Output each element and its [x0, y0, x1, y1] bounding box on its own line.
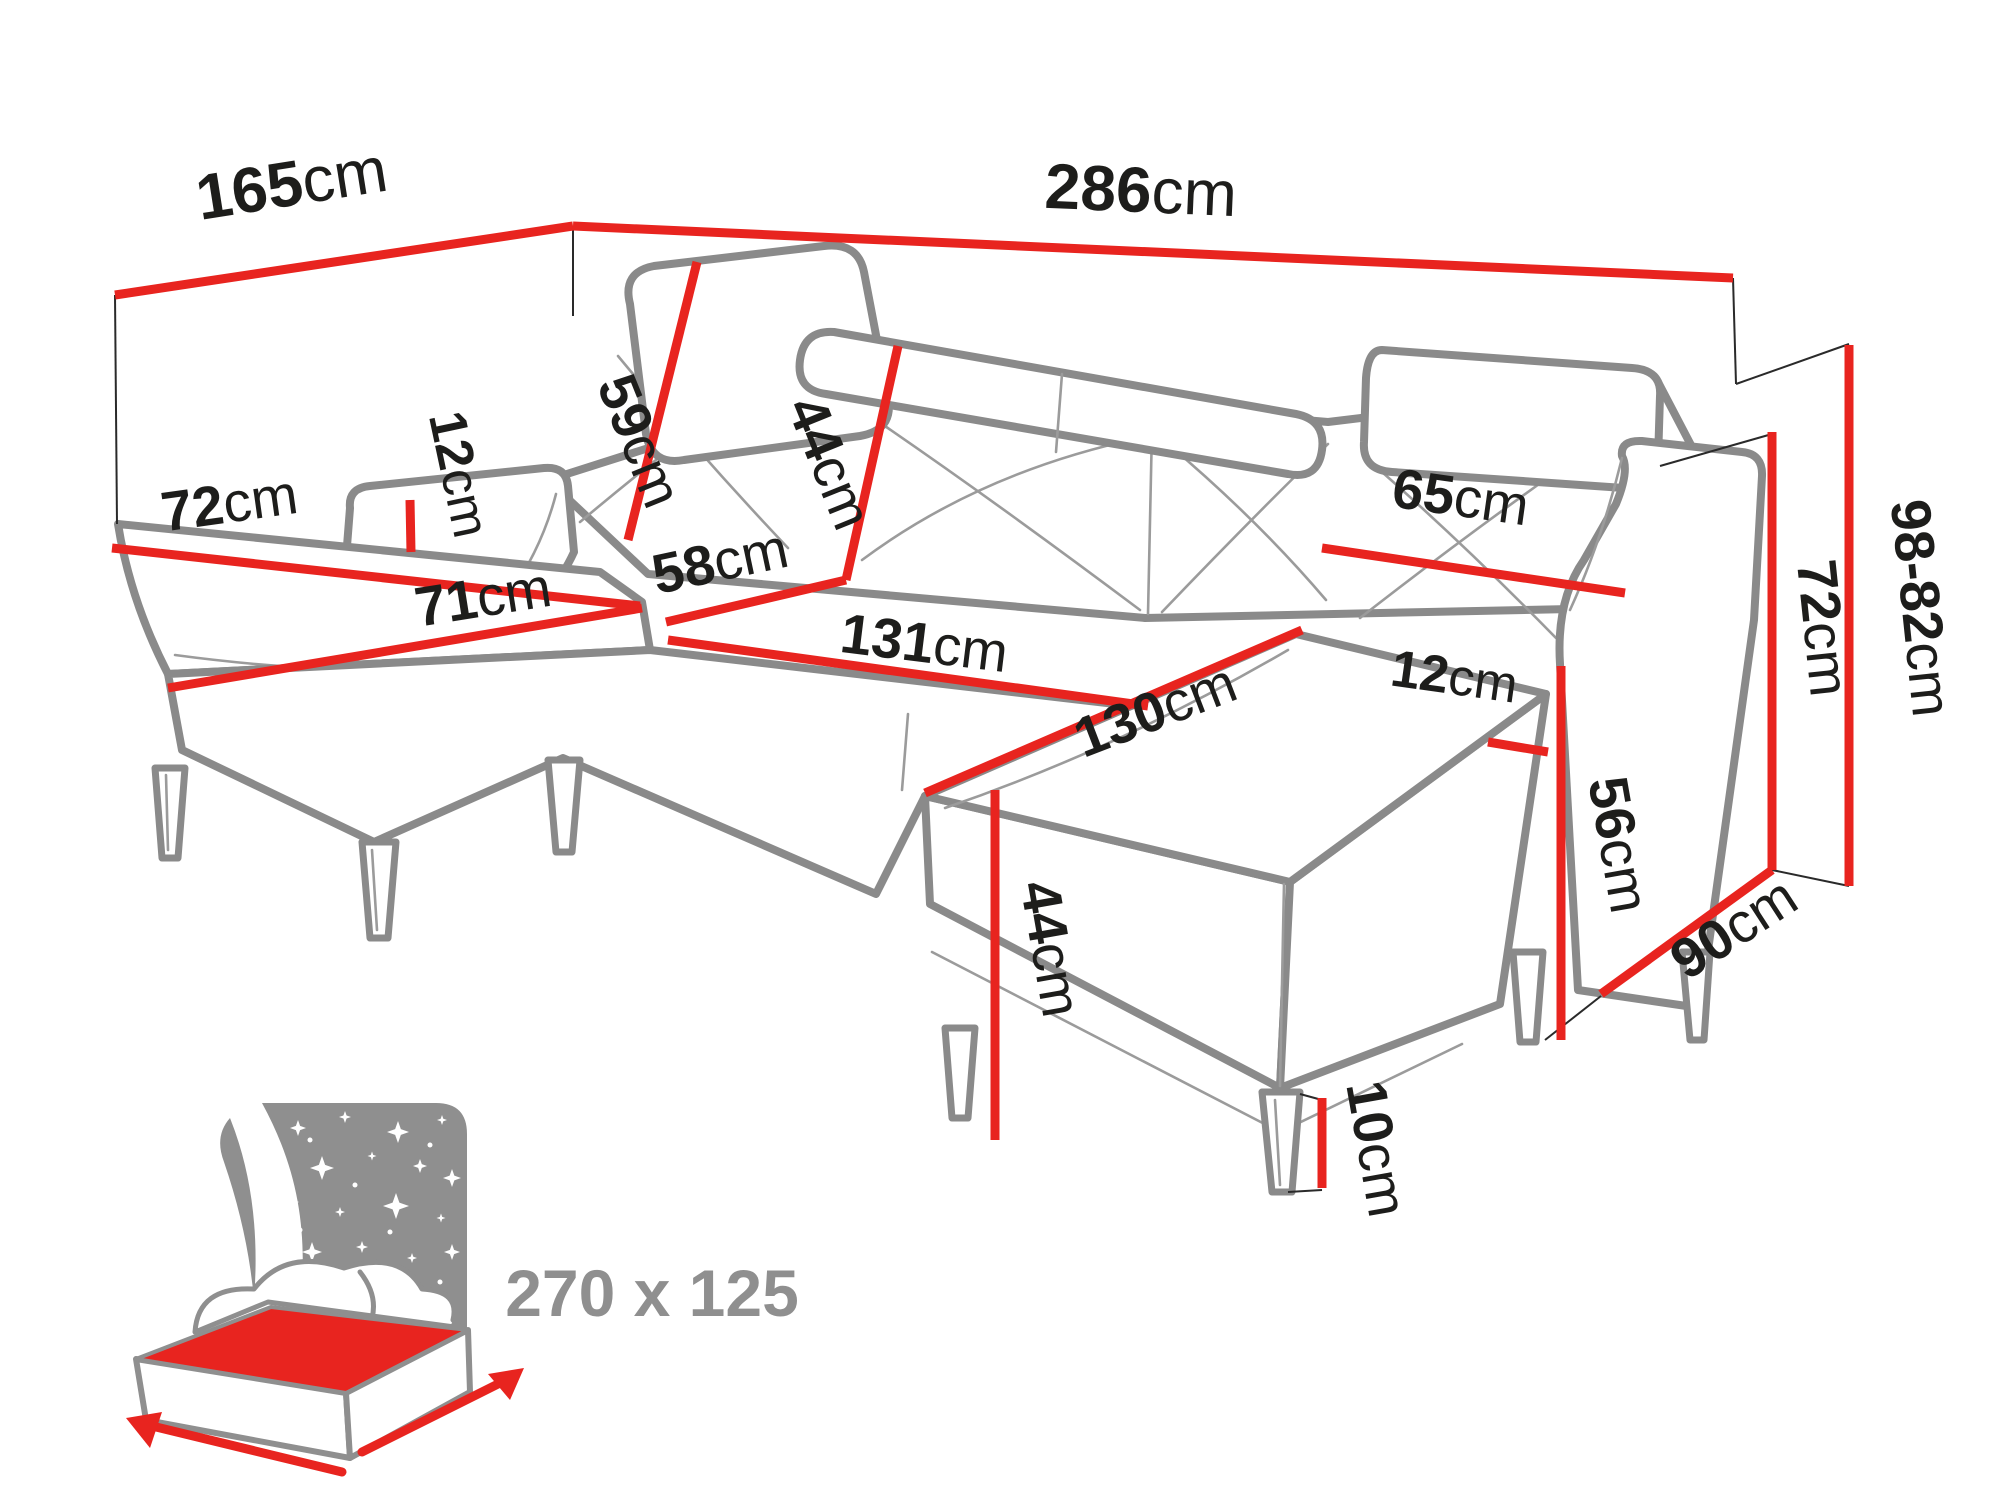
unfold-arrow-left: [147, 1421, 347, 1477]
dim-line-59: [623, 260, 702, 542]
dim-line-72-left: [111, 543, 641, 611]
dim-line-131: [667, 635, 1149, 711]
dim-line-44-back: [841, 345, 903, 581]
dim-line-90: [1598, 866, 1775, 998]
dim-line-165: [114, 221, 574, 300]
dim-label-seat-depth: 58cm: [646, 516, 793, 606]
dim-line-12-left: [405, 499, 416, 553]
dim-line-65: [1321, 543, 1626, 598]
dim-label-armrest-right-width: 12cm: [1387, 640, 1521, 715]
dim-label-armrest-height: 56cm: [1576, 772, 1662, 918]
dim-label-total-height-range: 98-82cm: [1879, 496, 1964, 719]
dim-label-back-width-left: 165cm: [191, 133, 392, 234]
dimension-lines: [111, 221, 1854, 1188]
dim-label-seat-back-height: 72cm: [1785, 557, 1862, 700]
dim-label-chaise-left-inner-length: 71cm: [410, 555, 555, 639]
dim-label-chaise-left-width: 72cm: [157, 462, 301, 543]
dim-line-286: [572, 221, 1734, 283]
unfold-arrow-right: [357, 1377, 507, 1457]
dim-label-chaise-right-height: 44cm: [1008, 876, 1094, 1022]
bed-mattress-top: [134, 1305, 470, 1395]
dim-label-leg-height: 10cm: [1334, 1076, 1420, 1222]
dim-line-71: [167, 603, 643, 693]
armrest-right: [1555, 436, 1767, 1012]
sleeping-function-icon: [126, 1103, 524, 1477]
dim-label-seat-middle-width: 131cm: [837, 601, 1012, 684]
moon-crescent: [220, 1118, 256, 1300]
dim-line-12-right: [1487, 737, 1549, 757]
bolster-seam: [1054, 372, 1064, 454]
dim-label-back-width-total: 286cm: [1043, 150, 1238, 230]
sleeping-area-size: 270 x 125: [505, 1256, 799, 1330]
dim-line-130: [923, 625, 1304, 798]
sofa-base-front: [164, 646, 1154, 898]
sofa-drawing: [114, 241, 1767, 1196]
dim-label-backrest-section-right: 65cm: [1389, 456, 1533, 537]
dim-line-58: [664, 575, 848, 627]
dim-label-armrest-left-width: 12cm: [417, 406, 500, 542]
reference-lines: [114, 226, 1850, 1193]
